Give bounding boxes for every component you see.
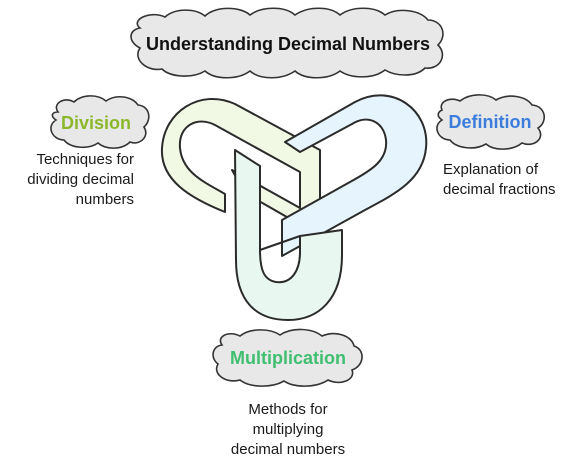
definition-cloud: Definition (436, 94, 545, 150)
definition-loop (281, 94, 428, 257)
division-description: Techniques for dividing decimal numbers (16, 150, 134, 210)
page-title: Understanding Decimal Numbers (146, 34, 430, 54)
multiplication-description-line: decimal numbers (230, 441, 346, 458)
division-cloud: Division (50, 95, 150, 149)
definition-description: Explanation of decimal fractions (443, 160, 573, 200)
multiplication-description-line: Methods for (248, 401, 328, 418)
division-description-line: Techniques for (36, 151, 134, 168)
multiplication-description: Methods for multiplying decimal numbers (218, 400, 358, 460)
division-label: Division (61, 113, 131, 133)
definition-description-line: decimal fractions (443, 181, 556, 198)
definition-description-line: Explanation of (443, 161, 539, 178)
division-description-line: dividing decimal (27, 171, 134, 188)
division-loop (160, 98, 321, 237)
multiplication-cloud: Multiplication (212, 328, 363, 387)
multiplication-description-line: multiplying (252, 421, 324, 438)
multiplication-loop (234, 149, 343, 321)
title-cloud: Understanding Decimal Numbers (130, 7, 444, 79)
division-description-line: numbers (75, 191, 134, 208)
central-knot (160, 94, 428, 321)
multiplication-label: Multiplication (230, 348, 346, 368)
definition-label: Definition (449, 112, 532, 132)
